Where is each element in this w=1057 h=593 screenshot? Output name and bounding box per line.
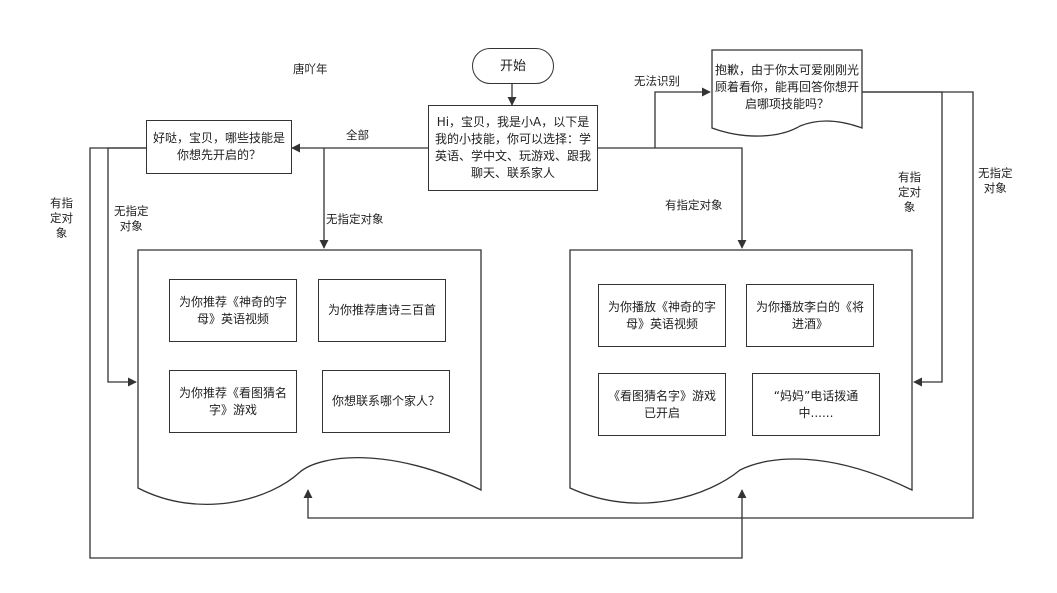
right-item-play-english-video: 为你播放《神奇的字母》英语视频 (598, 284, 726, 347)
intro-node: Hi，宝贝，我是小A，以下是我的小技能，你可以选择：学英语、学中文、玩游戏、跟我… (428, 105, 598, 191)
right-item-play-poem: 为你播放李白的《将进酒》 (746, 284, 874, 347)
label-no-target-mid: 无指定对象 (326, 212, 384, 226)
unrecognized-prompt-node: 抱歉，由于你太可爱刚刚光顾着看你，能再回答你想开启哪项技能吗？ (714, 63, 859, 111)
label-left-has-target: 有指 定对 象 (50, 196, 73, 240)
label-right-has-target: 有指 定对 象 (898, 170, 921, 214)
left-item-tang-poems: 为你推荐唐诗三百首 (318, 279, 446, 342)
label-cannot-recognize: 无法识别 (634, 74, 680, 88)
label-right-no-target: 无指定 对象 (978, 166, 1013, 195)
label-all: 全部 (346, 128, 369, 142)
edge-right-no-target (303, 91, 974, 519)
right-item-game-started: 《看图猜名字》游戏已开启 (598, 373, 726, 436)
left-prompt-node: 好哒，宝贝，哪些技能是你想先开启的？ (146, 120, 292, 174)
author-label: 唐吖年 (293, 62, 328, 76)
right-item-calling-mom: “妈妈”电话拨通中...... (752, 373, 880, 436)
left-item-english-video: 为你推荐《神奇的字母》英语视频 (169, 279, 297, 342)
start-node: 开始 (472, 48, 554, 84)
edge-has-target-mid (598, 147, 747, 249)
edge-cannot-recognize (654, 87, 711, 148)
label-has-target-mid: 有指定对象 (665, 198, 723, 212)
label-left-no-target: 无指定 对象 (114, 204, 149, 233)
edge-left-has-target (89, 147, 747, 559)
unrecognized-document-shape (711, 49, 863, 137)
left-item-game: 为你推荐《看图猜名字》游戏 (169, 370, 297, 433)
left-item-contact-family: 你想联系哪个家人？ (322, 370, 450, 433)
